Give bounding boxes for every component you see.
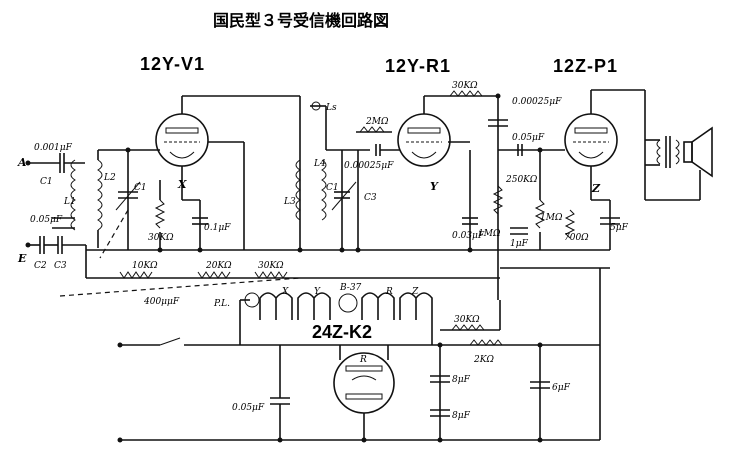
junction-dots [25, 93, 543, 443]
label-30k-k2: 30KΩ [454, 315, 480, 325]
label-6uf: 6μF [552, 383, 571, 393]
label-x: X [177, 178, 187, 191]
label-heater-x: X [281, 287, 289, 297]
label-b37: B-37 [339, 283, 362, 293]
label-8uf-a: 8μF [452, 375, 471, 385]
label-20k: 20KΩ [205, 261, 232, 271]
label-c1-b: C1 [326, 183, 339, 193]
label-heater-r: R [385, 287, 393, 297]
label-k2-r: R [359, 355, 367, 365]
diagram-title: 国民型３号受信機回路図 [213, 11, 389, 30]
coil-l3-l4 [295, 159, 327, 221]
label-pilot-lamp: P.L. [213, 299, 230, 309]
label-c1-small: C1 [40, 177, 53, 187]
label-30k-v1: 30KΩ [148, 233, 174, 243]
label-cap-01: 0.1μF [204, 223, 231, 233]
label-l1: L1 [63, 197, 76, 207]
coil-l1-l2 [70, 159, 103, 231]
label-005uf-k2: 0.05μF [232, 403, 265, 413]
tube-v1-symbol [155, 96, 209, 167]
label-z: Z [591, 182, 601, 195]
label-heater-z: Z [411, 287, 419, 297]
label-antenna: A [17, 156, 27, 169]
label-c2: C2 [34, 261, 47, 271]
label-003uf: 0.03μF [452, 231, 485, 241]
speaker-icon [656, 126, 713, 178]
label-c2-value: 0.05μF [30, 215, 63, 225]
label-10k: 10KΩ [132, 261, 158, 271]
label-l4: L4 [313, 159, 326, 169]
label-earth: E [17, 252, 27, 265]
label-heater-y: Y [314, 287, 321, 297]
label-1m-a: 1MΩ [478, 229, 501, 239]
label-30k-mid: 30KΩ [258, 261, 284, 271]
label-c1-value: 0.001μF [34, 143, 73, 153]
label-005uf-p1: 0.05μF [512, 133, 545, 143]
label-400uuf: 400μμF [143, 297, 180, 307]
label-8uf-b: 8μF [452, 411, 471, 421]
tube-p1-symbol [564, 90, 618, 167]
label-250k: 250KΩ [505, 175, 538, 185]
label-c-00025-grid: 0.00025μF [344, 161, 394, 171]
label-1m-b: 1MΩ [540, 213, 563, 223]
tube-r1-symbol [397, 96, 451, 167]
label-2k: 2KΩ [473, 355, 494, 365]
tube-label-v1: 12Y-V1 [140, 54, 205, 74]
label-1uf: 1μF [510, 239, 529, 249]
label-30k-r1: 30KΩ [452, 81, 478, 91]
label-y: Y [430, 180, 439, 193]
tube-label-k2: 24Z-K2 [312, 322, 372, 342]
label-c3: C3 [54, 261, 67, 271]
label-variable-c1: C1 [134, 183, 147, 193]
label-c-00025-plate: 0.00025μF [512, 97, 562, 107]
tube-label-r1: 12Y-R1 [385, 56, 451, 76]
tube-label-p1: 12Z-P1 [553, 56, 618, 76]
label-5uf: 5μF [610, 223, 629, 233]
label-2m: 2MΩ [365, 117, 389, 127]
label-c3-b: C3 [364, 193, 377, 203]
label-700: 700Ω [564, 233, 589, 243]
label-l2: L2 [103, 173, 116, 183]
label-l3: L3 [283, 197, 296, 207]
label-ls: Ls [325, 103, 337, 113]
